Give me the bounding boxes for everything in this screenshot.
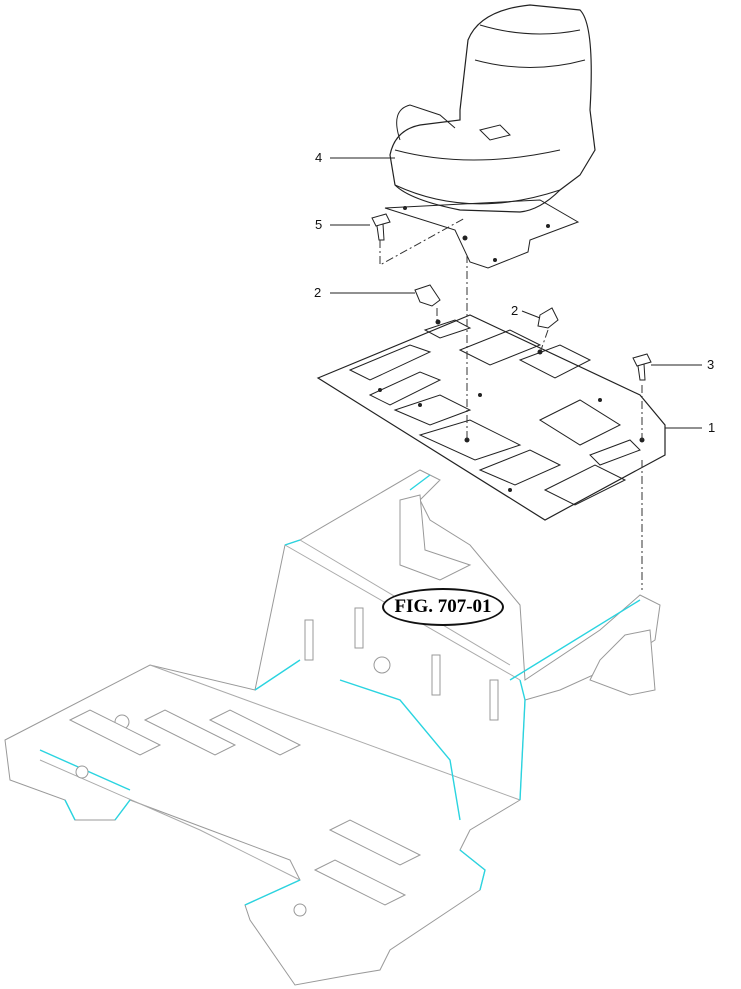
seat-plate <box>316 314 666 521</box>
bolt-5 <box>371 213 391 241</box>
bolt-3 <box>632 353 652 381</box>
seat <box>384 4 596 269</box>
callout-1: 1 <box>708 420 716 435</box>
callout-3: 3 <box>707 357 715 372</box>
callout-4: 4 <box>315 150 323 165</box>
figure-reference-label[interactable]: FIG. 707-01 <box>382 588 504 626</box>
clip-2a <box>414 284 441 307</box>
chassis-frame <box>4 469 661 986</box>
callout-2b: 2 <box>511 303 519 318</box>
callout-5: 5 <box>315 217 323 232</box>
callout-2: 2 <box>314 285 322 300</box>
clip-2b <box>537 307 559 329</box>
